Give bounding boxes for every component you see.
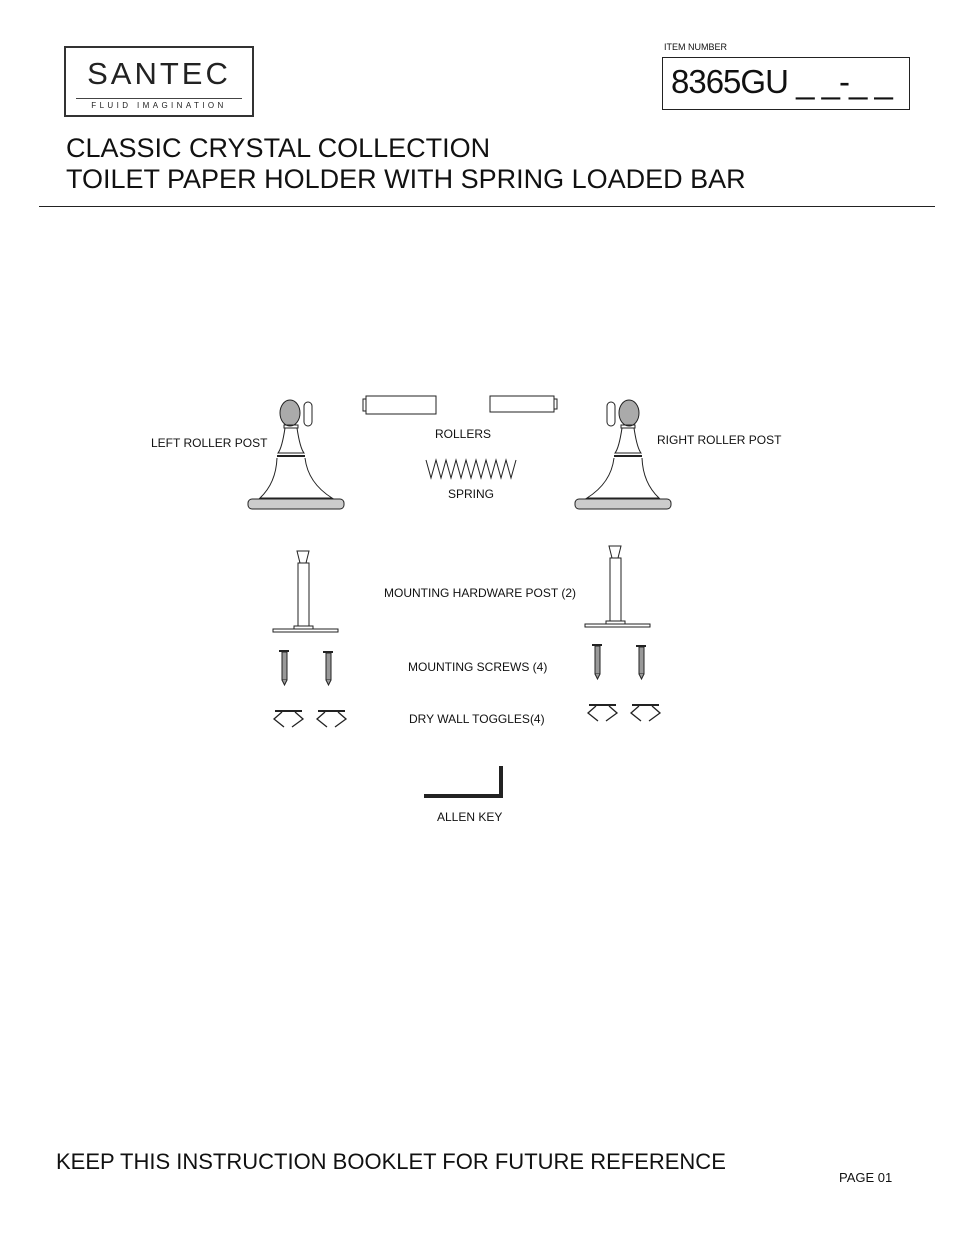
collection-title: CLASSIC CRYSTAL COLLECTION: [66, 133, 491, 163]
item-number-label: ITEM NUMBER: [664, 42, 727, 52]
logo-tagline: FLUID IMAGINATION: [91, 101, 227, 110]
right-screws-drawing: [592, 644, 646, 681]
mounting-screws-label: MOUNTING SCREWS (4): [408, 660, 548, 674]
left-toggles-drawing: [272, 710, 348, 728]
right-toggles-drawing: [586, 704, 662, 722]
mounting-post-label: MOUNTING HARDWARE POST (2): [384, 586, 577, 600]
page-number: PAGE 01: [839, 1170, 893, 1185]
item-number-value: 8365GU _ _-_ _: [662, 57, 910, 110]
allen-key-drawing: [424, 766, 503, 798]
allen-key-label: ALLEN KEY: [437, 810, 503, 824]
right-roller-post-drawing: [574, 399, 672, 510]
toggles-label: DRY WALL TOGGLES(4): [409, 712, 545, 726]
left-roller-post-label: LEFT ROLLER POST: [151, 436, 268, 450]
product-title: TOILET PAPER HOLDER WITH SPRING LOADED B…: [66, 164, 746, 194]
footer-note: KEEP THIS INSTRUCTION BOOKLET FOR FUTURE…: [56, 1149, 726, 1174]
left-mounting-post-drawing: [272, 550, 339, 633]
santec-logo: SANTEC FLUID IMAGINATION: [64, 46, 254, 117]
spring-drawing: [425, 458, 517, 480]
left-roller-post-drawing: [247, 399, 345, 510]
rollers-label: ROLLERS: [435, 427, 492, 441]
left-screws-drawing: [279, 650, 333, 687]
right-roller-post-label: RIGHT ROLLER POST: [657, 433, 782, 447]
right-mounting-post-drawing: [584, 545, 651, 628]
rollers-drawing: [362, 395, 558, 415]
logo-divider: [76, 98, 242, 99]
header-divider: [39, 206, 935, 207]
logo-name: SANTEC: [87, 56, 231, 91]
spring-label: SPRING: [448, 487, 495, 501]
